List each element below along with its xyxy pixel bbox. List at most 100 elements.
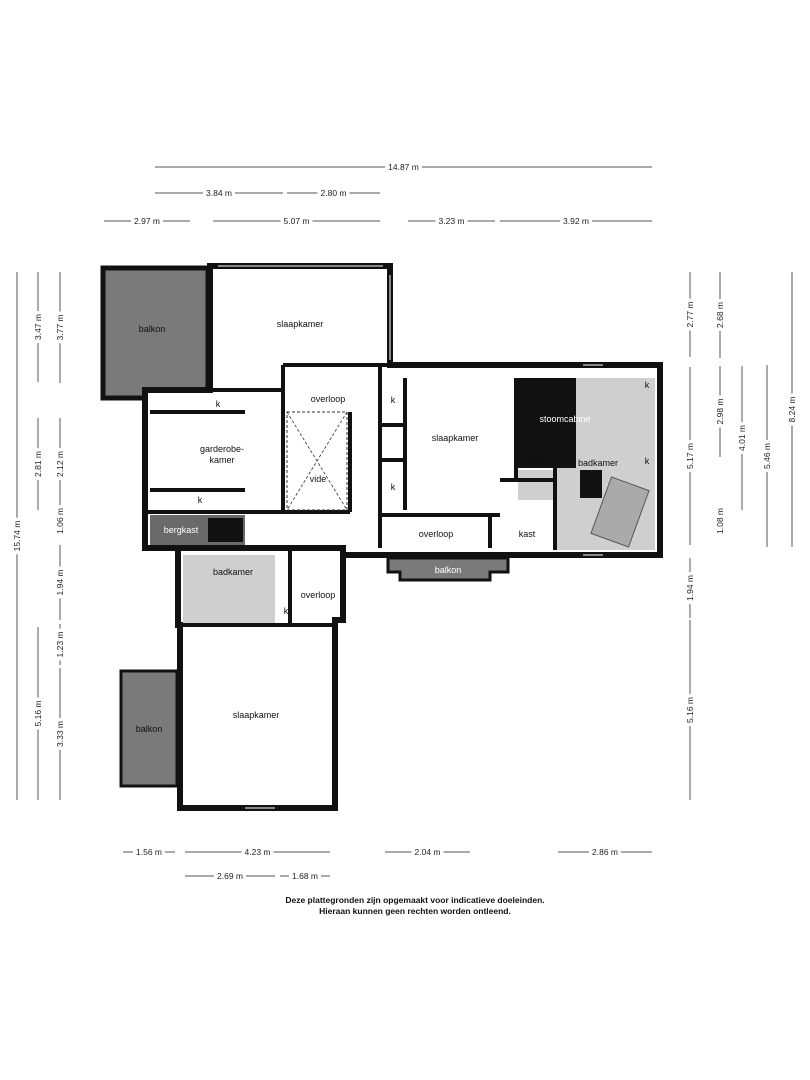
label-badkamer-right: badkamer bbox=[578, 458, 618, 468]
label-bergkast: bergkast bbox=[164, 525, 199, 535]
label-k: k bbox=[391, 482, 396, 492]
dimension-label: 1.06 m bbox=[55, 508, 65, 534]
dimension-label: 3.84 m bbox=[206, 188, 232, 198]
dimension-label-bg bbox=[715, 299, 725, 331]
dimension-label: 2.97 m bbox=[134, 216, 160, 226]
label-garderobe-1: garderobe- bbox=[200, 444, 244, 454]
stoomcabine-floor bbox=[518, 378, 576, 468]
dimension-label-bg bbox=[715, 505, 725, 537]
dimension-label-bg bbox=[55, 628, 65, 661]
dimension-label: 2.86 m bbox=[592, 847, 618, 857]
dimension-label: 1.94 m bbox=[685, 575, 695, 601]
dimension-label: 1.23 m bbox=[55, 632, 65, 658]
dimension-label: 2.69 m bbox=[217, 871, 243, 881]
label-stoomcabine: stoomcabine bbox=[539, 414, 590, 424]
dimension-label-bg bbox=[55, 718, 65, 750]
dimension-label-bg bbox=[241, 847, 274, 857]
bathtub-icon bbox=[590, 476, 650, 548]
dimension-label: 5.46 m bbox=[762, 443, 772, 469]
dimension-label: 3.33 m bbox=[55, 721, 65, 747]
dimension-label: 1.68 m bbox=[292, 871, 318, 881]
dimension-label: 1.94 m bbox=[55, 570, 65, 596]
label-slaapkamer-top: slaapkamer bbox=[277, 319, 324, 329]
dimension-label-bg bbox=[715, 395, 725, 428]
label-k: k bbox=[645, 380, 650, 390]
label-sauna: sauna bbox=[524, 456, 549, 466]
label-overloop-center: overloop bbox=[311, 394, 346, 404]
dimension-label-bg bbox=[55, 566, 65, 599]
dimension-label: 4.23 m bbox=[245, 847, 271, 857]
dimension-label-bg bbox=[317, 188, 350, 198]
dimension-label-bg bbox=[411, 847, 444, 857]
dimension-label-bg bbox=[385, 162, 422, 172]
dimension-label-bg bbox=[589, 847, 621, 857]
dimension-label-bg bbox=[435, 216, 468, 226]
interior-walls bbox=[145, 363, 557, 627]
dimension-label-bg bbox=[203, 188, 235, 198]
label-garderobe-2: kamer bbox=[209, 455, 234, 465]
dimension-label: 2.98 m bbox=[715, 399, 725, 425]
dimension-label: 4.01 m bbox=[737, 425, 747, 451]
dimension-label: 5.16 m bbox=[685, 697, 695, 723]
balcony-left bbox=[119, 669, 179, 788]
dimension-label: 15.74 m bbox=[12, 521, 22, 552]
label-k: k bbox=[216, 399, 221, 409]
dimension-label-bg bbox=[55, 311, 65, 344]
dimension-label: 3.47 m bbox=[33, 314, 43, 340]
label-overloop-right: overloop bbox=[419, 529, 454, 539]
dimension-label-bg bbox=[33, 311, 43, 343]
dimension-label-bg bbox=[131, 216, 163, 226]
dimension-label: 3.23 m bbox=[439, 216, 465, 226]
stair-vide bbox=[286, 411, 348, 511]
dimension-label: 2.77 m bbox=[685, 302, 695, 328]
dimension-label-bg bbox=[685, 440, 695, 472]
label-badkamer-left: badkamer bbox=[213, 567, 253, 577]
dimension-label-bg bbox=[55, 448, 65, 480]
dimension-label-bg bbox=[289, 871, 321, 881]
dimension-label: 2.80 m bbox=[321, 188, 347, 198]
disclaimer-line-1: Deze plattegronden zijn opgemaakt voor i… bbox=[285, 895, 545, 905]
dimension-label-bg bbox=[685, 298, 695, 331]
dimension-label: 3.77 m bbox=[55, 315, 65, 341]
dimension-label: 1.56 m bbox=[136, 847, 162, 857]
label-vide: vide bbox=[310, 474, 327, 484]
dimension-lines: 14.87 m 3.84 m 2.80 m 2.97 m 5.07 m 3.23 m 3.9… bbox=[12, 162, 797, 881]
dimension-label: 8.24 m bbox=[787, 397, 797, 423]
dimension-label-bg bbox=[280, 216, 313, 226]
dimension-label: 2.68 m bbox=[715, 302, 725, 328]
balcony-middle bbox=[386, 556, 510, 582]
dimension-label-bg bbox=[33, 448, 43, 480]
dimension-label: 14.87 m bbox=[388, 162, 419, 172]
dimension-label-bg bbox=[762, 440, 772, 472]
dimension-label-bg bbox=[55, 505, 65, 537]
dimension-label: 3.92 m bbox=[563, 216, 589, 226]
label-k: k bbox=[645, 456, 650, 466]
label-slaapkamer-right: slaapkamer bbox=[432, 433, 479, 443]
dimension-label-bg bbox=[737, 422, 747, 454]
label-overloop-small: overloop bbox=[301, 590, 336, 600]
label-kast: kast bbox=[519, 529, 536, 539]
label-k: k bbox=[391, 395, 396, 405]
dimension-label-bg bbox=[33, 697, 43, 730]
disclaimer-line-2: Hieraan kunnen geen rechten worden ontle… bbox=[319, 906, 511, 916]
dimension-label: 2.12 m bbox=[55, 451, 65, 477]
label-slaapkamer-bottom: slaapkamer bbox=[233, 710, 280, 720]
dimension-label: 5.07 m bbox=[284, 216, 310, 226]
dimension-label: 1.08 m bbox=[715, 508, 725, 534]
dimension-label: 2.04 m bbox=[415, 847, 441, 857]
dimension-label-bg bbox=[133, 847, 165, 857]
dimension-label: 5.16 m bbox=[33, 701, 43, 727]
dimension-label: 2.81 m bbox=[33, 451, 43, 477]
label-balkon-left: balkon bbox=[136, 724, 163, 734]
dimension-label-bg bbox=[685, 572, 695, 604]
label-balkon-mid: balkon bbox=[435, 565, 462, 575]
dimension-label-bg bbox=[12, 517, 22, 555]
label-balkon-top: balkon bbox=[139, 324, 166, 334]
sauna-floor bbox=[518, 470, 554, 500]
bergkast-box bbox=[208, 518, 243, 542]
label-k: k bbox=[198, 495, 203, 505]
dimension-label-bg bbox=[214, 871, 246, 881]
dimension-label: 5.17 m bbox=[685, 443, 695, 469]
dimension-label-bg bbox=[787, 393, 797, 426]
